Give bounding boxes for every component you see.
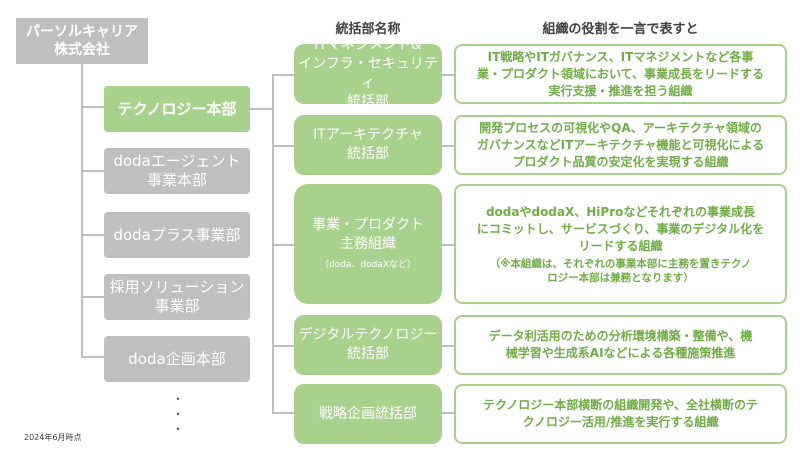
unit-role-box-1: IT戦略やITガバナンス、ITマネジメントなど各事 業・プロダクト領域において、… — [454, 44, 787, 104]
unit-connector-1 — [272, 74, 294, 76]
dept-doda-agent: dodaエージェント 事業本部 — [104, 148, 250, 194]
unit-name-3: 事業・プロダクト 主務組織 — [312, 217, 424, 252]
dept-recruitment-solution: 採用ソリューション 事業部 — [104, 274, 250, 320]
dept-doda-plus-label: dodaプラス事業部 — [113, 225, 241, 244]
tech-connector-line — [250, 108, 272, 110]
unit-role-box-3: dodaやdodaX、HiProなどそれぞれの事業成長 にコミットし、サービスづ… — [454, 184, 787, 304]
unit-role-box-4: データ利活用のための分析環境構築・整備や、機 械学習や生成系AIなどによる各種施… — [454, 315, 787, 375]
unit-role-2: 開発プロセスの可視化やQA、アーキテクチャ領域の ガバナンスなどITアーキテクチ… — [476, 120, 765, 169]
dept-doda-planning: doda企画本部 — [104, 336, 250, 382]
tree-trunk-line — [81, 64, 83, 356]
dept-doda-agent-label: dodaエージェント 事業本部 — [113, 152, 241, 189]
unit-role-box-2: 開発プロセスの可視化やQA、アーキテクチャ領域の ガバナンスなどITアーキテクチ… — [454, 115, 787, 175]
dept-technology-label: テクノロジー本部 — [117, 99, 237, 118]
role-connector-4 — [442, 345, 454, 347]
dept-technology: テクノロジー本部 — [104, 86, 250, 132]
unit-connector-2 — [272, 145, 294, 147]
unit-role-4: データ利活用のための分析環境構築・整備や、機 械学習や生成系AIなどによる各種施… — [488, 329, 753, 360]
unit-name-2: ITアーキテクチャ 統括部 — [313, 127, 423, 162]
branch-line-5 — [81, 356, 104, 358]
unit-name-box-5: 戦略企画統括部 — [294, 384, 442, 444]
role-connector-5 — [442, 412, 454, 414]
unit-role-3-note: （※本組織は、それぞれの事業本部に主務を置きテクノ ロジー本部は兼務となります） — [489, 257, 752, 284]
role-connector-3 — [442, 244, 454, 246]
unit-connector-3 — [272, 244, 294, 246]
unit-name-5: 戦略企画統括部 — [319, 405, 417, 422]
unit-role-5: テクノロジー本部横断の組織開発や、全社横断のテ クノロジー活用/推進を実行する組… — [483, 398, 758, 429]
unit-role-1: IT戦略やITガバナンス、ITマネジメントなど各事 業・プロダクト領域において、… — [476, 49, 765, 98]
dept-doda-planning-label: doda企画本部 — [128, 349, 226, 368]
role-connector-1 — [442, 74, 454, 76]
unit-name-box-4: デジタルテクノロジー 統括部 — [294, 315, 442, 375]
unit-name-box-1: ITマネジメント& インフラ・セキュリティ 統括部 — [294, 37, 442, 110]
as-of-date: 2024年6月時点 — [24, 433, 82, 442]
unit-connector-4 — [272, 345, 294, 347]
unit-name-box-2: ITアーキテクチャ 統括部 — [294, 115, 442, 175]
branch-line-2 — [81, 170, 104, 172]
unit-connector-5 — [272, 412, 294, 414]
dept-doda-plus: dodaプラス事業部 — [104, 212, 250, 258]
vertical-ellipsis: ・ ・ ・ — [172, 392, 185, 436]
unit-name-4: デジタルテクノロジー 統括部 — [298, 327, 438, 362]
header-unit-name: 統括部名称 — [335, 22, 401, 37]
company-box: パーソルキャリア 株式会社 — [16, 18, 148, 64]
branch-line-3 — [81, 234, 104, 236]
unit-name-box-3: 事業・プロダクト 主務組織 （doda、dodaXなど） — [294, 184, 442, 304]
header-unit-role: 組織の役割を一言で表すと — [542, 22, 699, 37]
branch-line-1 — [81, 106, 104, 108]
unit-name-1: ITマネジメント& インフラ・セキュリティ 統括部 — [298, 37, 438, 110]
company-name: パーソルキャリア 株式会社 — [26, 24, 138, 58]
dept-recruitment-solution-label: 採用ソリューション 事業部 — [109, 278, 245, 315]
unit-name-3-sub: （doda、dodaXなど） — [319, 260, 417, 270]
branch-line-4 — [81, 296, 104, 298]
role-connector-2 — [442, 145, 454, 147]
unit-role-3: dodaやdodaX、HiProなどそれぞれの事業成長 にコミットし、サービスづ… — [476, 204, 765, 253]
unit-role-box-5: テクノロジー本部横断の組織開発や、全社横断のテ クノロジー活用/推進を実行する組… — [454, 384, 787, 444]
